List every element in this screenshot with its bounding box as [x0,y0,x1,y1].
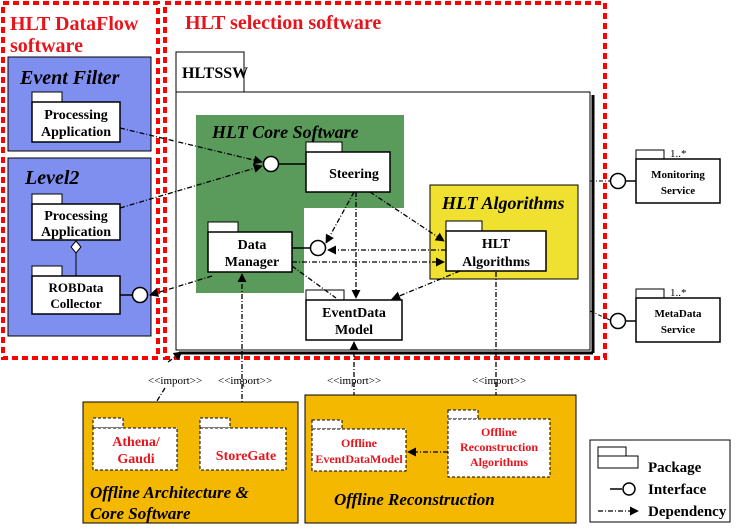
data-manager-tab [207,221,239,233]
athena-tab [92,417,124,429]
eventdata-model-package [305,299,403,341]
offline-edm-line2: EventDataModel [315,452,403,466]
l2-processing-line2: Application [41,225,111,240]
eventdata-line1: EventData [322,306,386,321]
steering-package [305,151,391,193]
offline-edm-package [311,428,407,472]
metadata-line1: MetaData [654,308,702,320]
offline-edm-tab [311,419,343,430]
import-label-1: <<import>> [148,375,202,387]
hlt-algorithms-line2: Algorithms [462,255,530,270]
l2-processing-line1: Processing [44,209,108,224]
storegate-package [199,427,287,471]
metadata-tab [635,288,665,299]
eventdata-line2: Model [335,323,373,338]
ef-processing-tab [31,91,63,103]
import-label-3: <<import>> [327,375,381,387]
event-filter-label: Event Filter [19,67,120,89]
hlt-algorithms-line1: HLT [482,237,511,252]
storegate-tab [199,417,231,429]
datamanager-to-rob-dependency [149,275,213,297]
monitoring-interface-icon [609,172,627,190]
dataflow-title-line1: HLT DataFlow [10,13,139,35]
steering-tab [305,141,343,153]
selection-region-border [163,1,607,360]
ef-to-steering-dependency [119,127,263,165]
storegate-label: StoreGate [216,449,276,464]
monitoring-multiplicity: 1..* [670,148,687,160]
legend-package-tab [597,446,627,457]
import-hltssw-arrow [167,351,183,363]
ef-processing-line1: Processing [44,108,108,123]
hlt-algorithms-tab [445,220,483,232]
offline-reco-line3: Algorithms [470,455,528,469]
core-software-label: HLT Core Software [211,122,359,142]
data-manager-interface-icon [309,239,327,257]
metadata-line2: Service [661,324,695,336]
athena-gaudi-package [92,427,178,471]
athena-line2: Gaudi [117,452,154,467]
rob-line1: ROBData [49,280,104,295]
legend-package-label: Package [648,460,702,476]
datamanager-to-eventdata-link [291,265,337,299]
algorithms-to-eventdata-dependency [391,270,461,301]
hltssw-label: HLTSSW [182,65,248,82]
eventdata-tab [305,289,345,301]
level2-label: Level2 [24,167,79,189]
l2-processing-application-package [31,203,121,241]
rob-tab [31,265,63,277]
ef-processing-application-package [31,101,121,143]
legend-interface-icon [622,482,636,496]
offline-architecture-title-line1: Offline Architecture & [90,483,249,502]
steering-interface-icon [262,155,280,173]
steering-label: Steering [329,167,379,182]
metadata-service-package [635,297,721,343]
offline-architecture-title-line2: Core Software [90,504,191,523]
dataflow-region-border [1,1,160,360]
hltssw-tab [175,51,245,93]
offline-edm-line1: Offline [341,436,378,450]
monitoring-service-package [635,158,721,204]
monitoring-tab [635,149,665,160]
legend-dependency-label: Dependency [648,504,727,520]
data-manager-line2: Manager [225,255,279,270]
rob-line2: Collector [50,296,101,311]
metadata-dependency [589,310,611,321]
rob-interface-icon [131,286,149,304]
offline-reco-algorithms-package [447,418,551,478]
import-label-2: <<import>> [218,375,272,387]
hlt-algorithms-group-label: HLT Algorithms [441,193,565,213]
offline-reco-line2: Reconstruction [460,440,538,454]
legend-package-icon [597,455,639,469]
hlt-algorithms-package [445,230,547,272]
metadata-interface-icon [609,312,627,330]
monitoring-line2: Service [661,185,695,197]
steering-to-algorithms-dependency [369,191,445,242]
import-label-4: <<import>> [472,375,526,387]
selection-title: HLT selection software [185,12,381,34]
offline-reco-tab [447,409,479,420]
ef-processing-line2: Application [41,125,111,140]
offline-reco-line1: Offline [481,425,518,439]
data-manager-package [207,231,293,273]
metadata-multiplicity: 1..* [670,287,687,299]
l2-processing-tab [31,193,63,205]
l2-to-steering-dependency [119,163,263,209]
dataflow-title-line2: software [10,35,83,57]
legend-interface-label: Interface [648,482,707,498]
monitoring-line1: Monitoring [651,169,705,181]
data-manager-line1: Data [238,238,267,253]
athena-line1: Athena/ [112,435,161,450]
offline-reconstruction-title: Offline Reconstruction [334,490,495,509]
